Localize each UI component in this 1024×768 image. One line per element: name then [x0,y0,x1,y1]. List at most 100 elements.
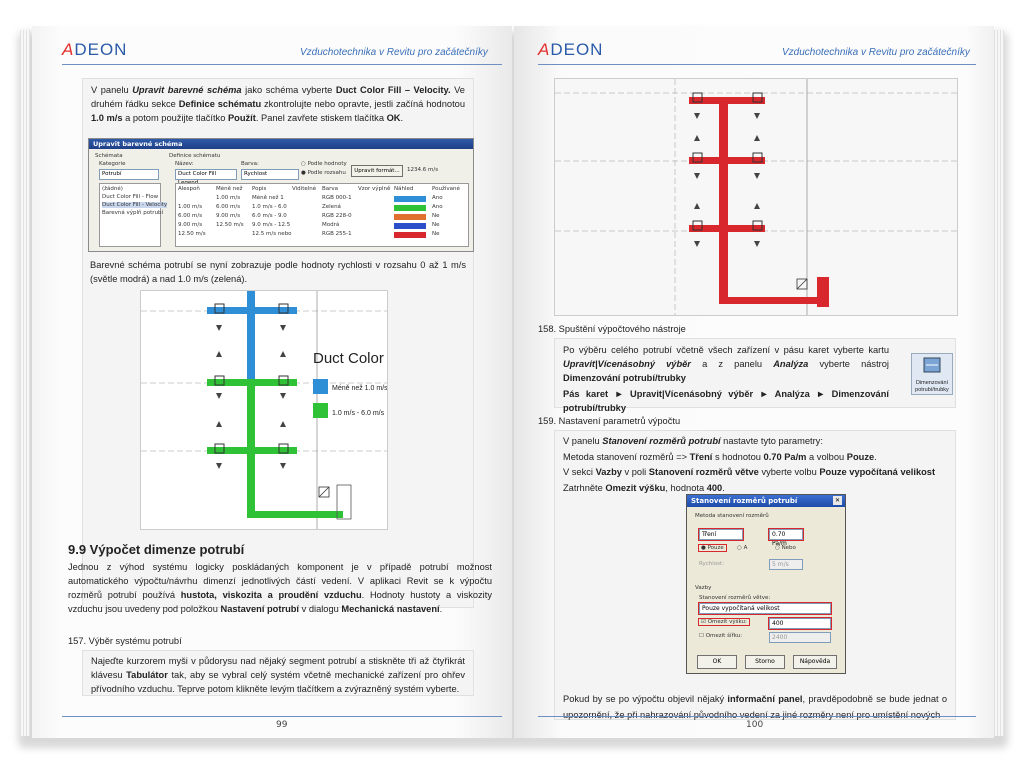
step-157-box: Najeďte kurzorem myši v půdorysu nad něj… [82,650,474,696]
table-cell[interactable]: Ano [432,195,443,201]
equipment-box [336,484,352,520]
legend-item-1: Méně než 1.0 m/s [332,385,387,392]
page-edges-right [994,30,1004,736]
scheme-list-item[interactable]: Duct Color Fill - Flow [102,194,159,200]
table-header: Vzor výplně [358,186,391,192]
step-159-heading: 159. Nastavení parametrů výpočtu [538,416,681,426]
duct-branch-blue [207,307,297,314]
method-select[interactable]: Tření [698,528,744,541]
scheme-list-item[interactable]: (žádné) [102,186,123,192]
color-label: Barva: [241,161,259,167]
window-title: Upravit barevné schéma [89,139,473,149]
header-rule [62,64,502,65]
footer-rule [62,716,502,717]
edit-format-button[interactable]: Upravit formát... [351,165,403,177]
left-page: ADEON Vzduchotechnika v Revitu pro začát… [32,26,512,738]
limit-height-checkbox[interactable]: ☑ Omezit výšku: [698,618,750,626]
legend-swatch-blue [313,379,328,394]
duct-plan-drawing-red [554,78,958,316]
step-159-line-4: Zatrhněte Omezit výšku, hodnota 400. [563,482,725,493]
running-title: Vzduchotechnika v Revitu pro začátečníky [782,47,970,58]
duct-branch-green [207,447,297,454]
table-cell[interactable]: 12.50 m/s [178,231,206,237]
table-cell[interactable]: Ano [432,204,443,210]
step-159-line-3: V sekci Vazby v poli Stanovení rozměrů v… [563,467,936,477]
duct-plan-drawing-velocity: Duct Color Méně než 1.0 m/s 1.0 m/s - 6.… [140,290,388,530]
table-cell[interactable]: 12.50 m/s [216,222,244,228]
logo-letter-a: A [62,40,75,59]
category-label: Kategorie [99,161,126,167]
limit-width-checkbox[interactable]: ☐ Omezit šířku: [699,633,743,639]
table-cell[interactable]: RGB 255-1 [322,231,352,237]
friction-value-field[interactable]: 0.70 Pa/m [768,528,804,547]
ok-button[interactable]: OK [697,655,737,669]
table-swatch [394,196,426,202]
right-page: ADEON Vzduchotechnika v Revitu pro začát… [514,26,994,738]
branch-sizing-label: Stanovení rozměrů větve: [699,595,771,601]
table-cell[interactable]: Ne [432,222,440,228]
table-cell[interactable]: 6.0 m/s - 9.0 [252,213,287,219]
ribbon-path: Pás karet ► Upravit|Vícenásobný výběr ► … [563,389,889,413]
only-radio[interactable]: ● Pouze [698,544,727,552]
definition-label: Definice schématu [169,153,221,159]
step-158-heading: 158. Spuštění výpočtového nástroje [538,324,686,334]
legend-title: Duct Color [313,350,384,367]
scheme-list-item-selected[interactable]: Duct Color Fill - Velocity [102,202,168,208]
table-cell[interactable]: RGB 228-0 [322,213,352,219]
speed-label: Rychlost: [699,561,725,567]
duct-sizing-icon [923,357,941,373]
category-select[interactable]: Potrubí [99,169,159,180]
duct-segment-red [719,97,728,303]
table-cell[interactable]: Ne [432,231,440,237]
table-cell[interactable]: Ne [432,213,440,219]
height-select[interactable]: 400 [768,617,832,630]
by-range-radio[interactable]: ● Podle rozsahu [301,170,346,176]
name-label: Název: [175,161,194,167]
table-cell[interactable]: 1.0 m/s - 6.0 [252,204,287,210]
width-select[interactable]: 2400 [769,632,831,643]
header-rule [538,64,976,65]
table-cell[interactable]: Méně než 1 [252,195,284,201]
running-title: Vzduchotechnika v Revitu pro začátečníky [300,47,488,58]
help-button[interactable]: Nápověda [793,655,837,669]
cancel-button[interactable]: Storno [745,655,785,669]
table-cell[interactable]: 9.00 m/s [216,213,241,219]
edit-color-scheme-window: Upravit barevné schéma Schémata Kategori… [88,138,474,252]
duct-plan-svg: Duct Color Méně než 1.0 m/s 1.0 m/s - 6.… [141,291,387,529]
table-cell[interactable]: 9.00 m/s [178,222,203,228]
step-159-line-2: Metoda stanovení rozměrů => Tření s hodn… [563,451,877,462]
intro-paragraph: V panelu Upravit barevné schéma jako sch… [91,85,465,123]
method-group-label: Metoda stanovení rozměrů [695,513,769,519]
section-paragraph: Jednou z výhod systému logicky poskládan… [68,562,492,614]
table-cell[interactable]: 9.0 m/s - 12.5 [252,222,291,228]
table-cell[interactable]: 12.5 m/s nebo [252,231,292,237]
and-radio[interactable]: ○ A [737,545,748,551]
table-cell[interactable]: Zelená [322,204,341,210]
table-cell[interactable]: 1.00 m/s [216,195,241,201]
velocity-description: Barevné schéma potrubí se nyní zobrazuje… [90,260,466,284]
branch-sizing-select[interactable]: Pouze vypočítaná velikost [698,602,832,615]
table-header: Používané [432,186,460,192]
table-cell[interactable]: 6.00 m/s [216,204,241,210]
duct-branch-red [689,225,765,232]
scheme-list[interactable]: (žádné) Duct Color Fill - Flow Duct Colo… [99,183,168,247]
open-book: ADEON Vzduchotechnika v Revitu pro začát… [18,26,1008,748]
name-field[interactable]: Duct Color Fill Legend [175,169,237,186]
table-header: Náhled [394,186,414,192]
or-radio[interactable]: ○ Nebo [775,545,796,551]
step-159-line-1: V panelu Stanovení rozměrů potrubí nasta… [563,436,823,446]
table-cell[interactable]: Modrá [322,222,340,228]
scheme-list-item[interactable]: Barevná výplň potrubí [102,210,164,216]
duct-sizing-tool-button[interactable]: Dimenzování potrubí/trubky [911,353,953,395]
step-158-text: Po výběru celého potrubí včetně všech za… [563,345,889,413]
step-158-box: Po výběru celého potrubí včetně všech za… [554,338,956,413]
table-cell[interactable]: RGB 000-1 [322,195,352,201]
color-select[interactable]: Rychlost [241,169,299,180]
table-header: Popis [252,186,267,192]
table-swatch [394,214,426,220]
table-cell[interactable]: 6.00 m/s [178,213,203,219]
close-icon[interactable]: ✕ [833,496,842,505]
by-value-radio[interactable]: ○ Podle hodnoty [301,161,347,167]
table-cell[interactable]: 1.00 m/s [178,204,203,210]
speed-field[interactable]: 5 m/s [769,559,803,570]
